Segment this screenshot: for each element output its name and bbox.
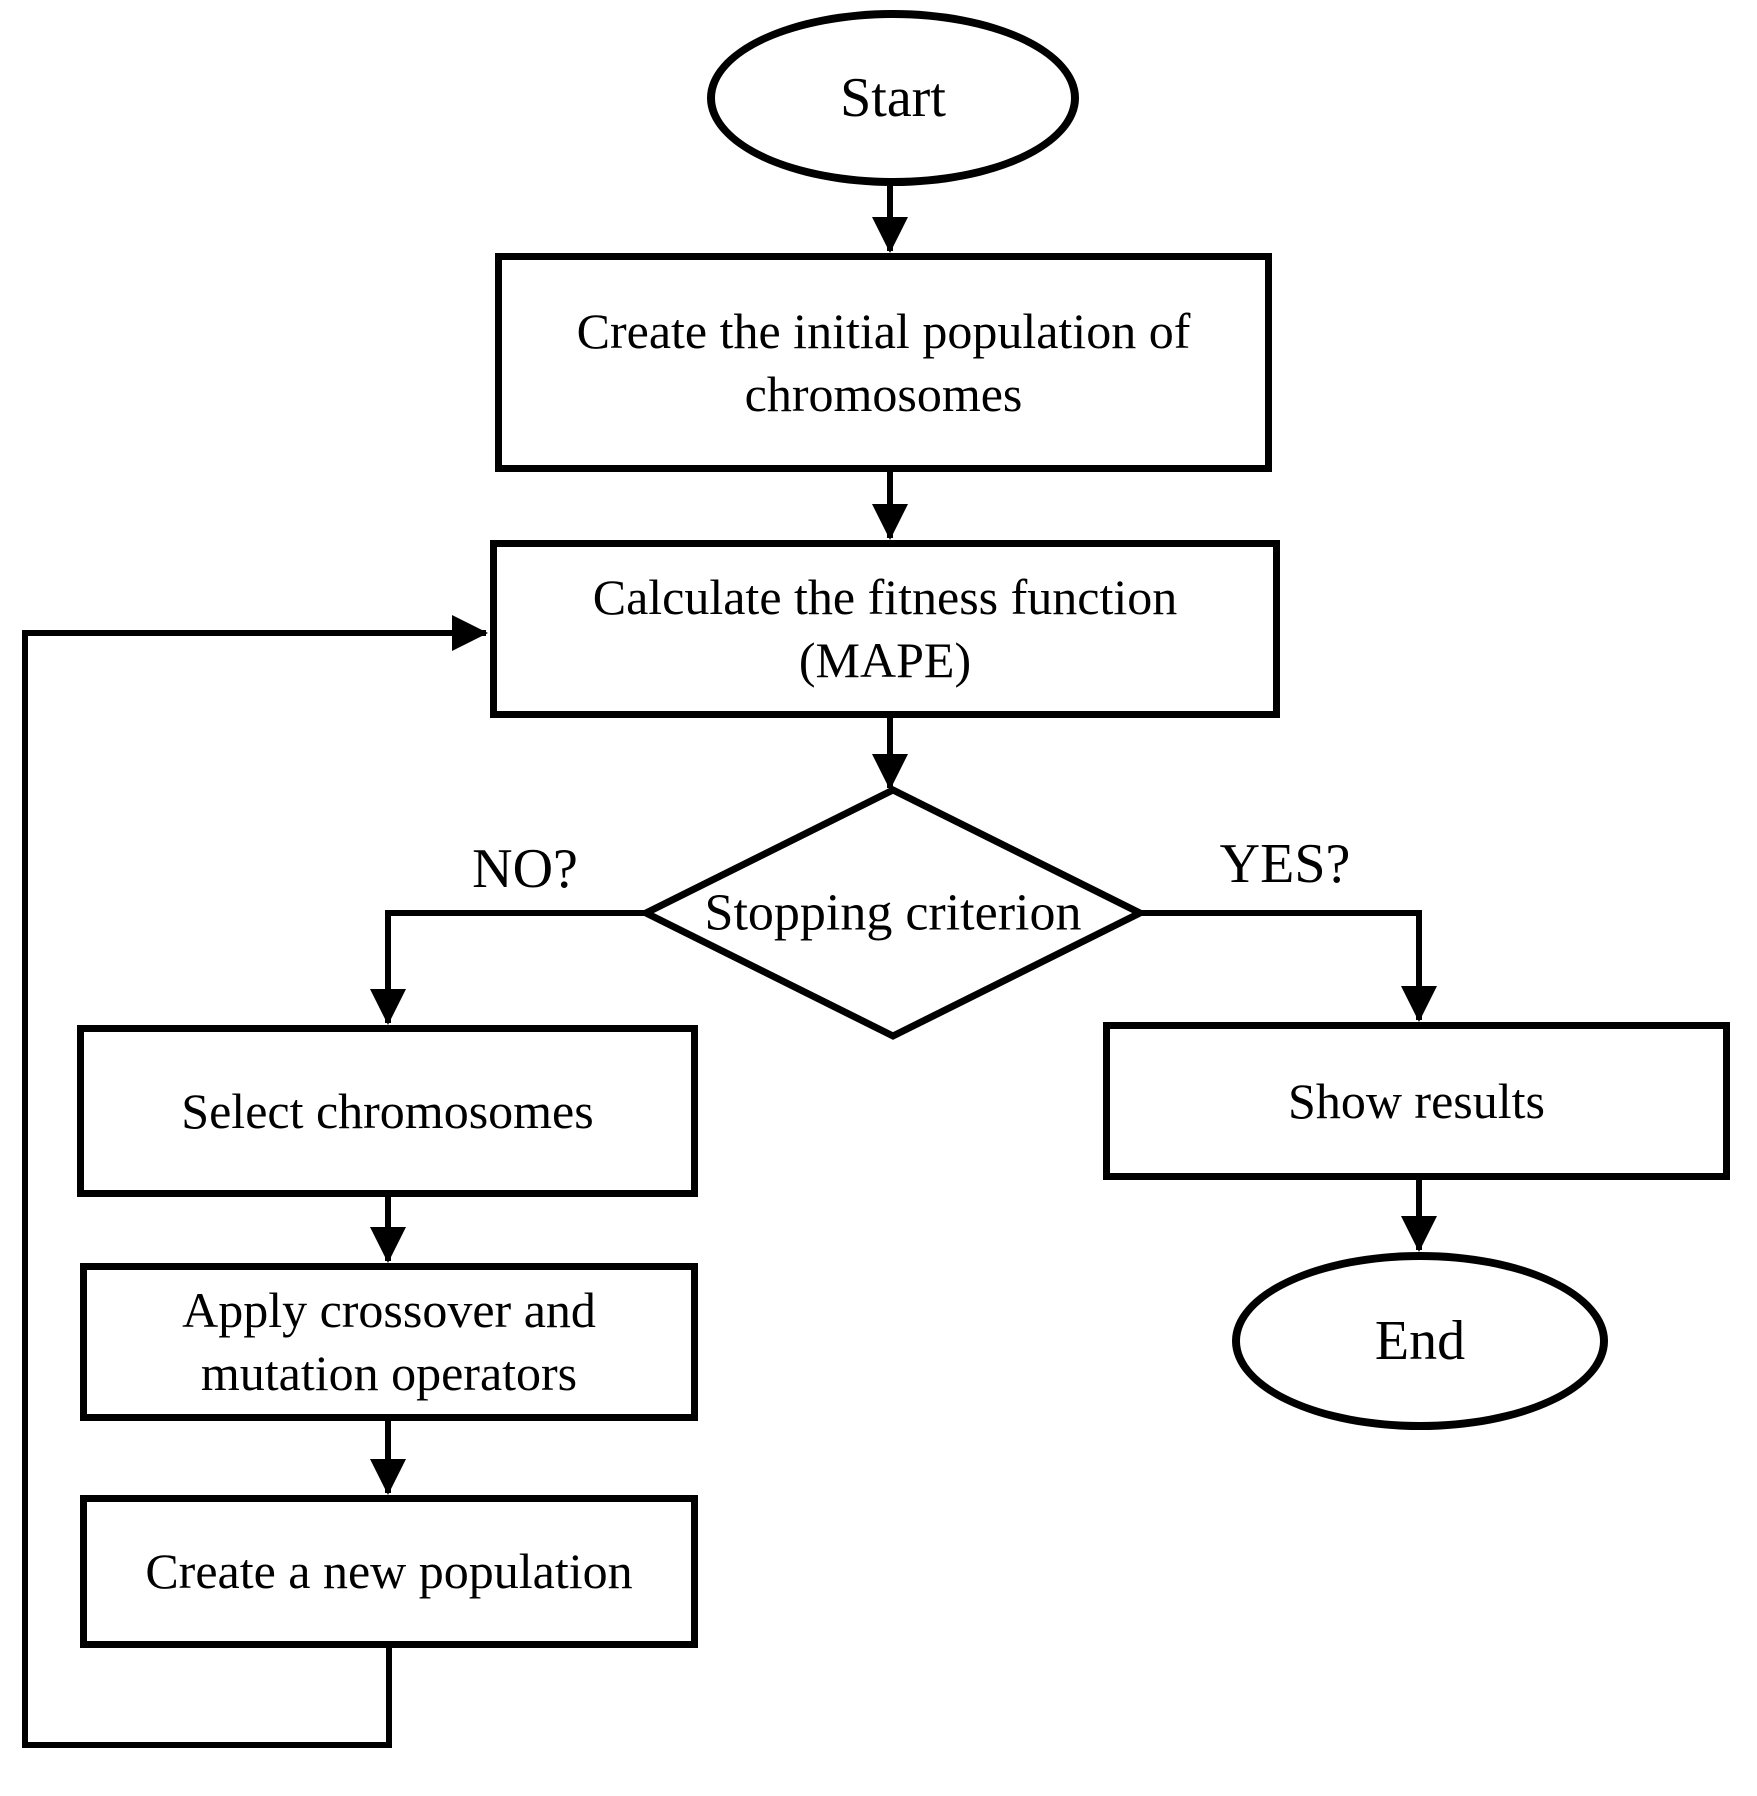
node-apply-crossover-mutation: Apply crossover and mutation operators (80, 1263, 698, 1421)
node-create-initial-population: Create the initial population of chromos… (495, 253, 1272, 472)
node-stopping-criterion-label: Stopping criterion (704, 884, 1082, 942)
node-select-chromosomes: Select chromosomes (77, 1025, 698, 1197)
node-show-results: Show results (1103, 1022, 1730, 1180)
branch-label-no: NO? (472, 838, 578, 900)
node-calculate-fitness: Calculate the fitness function (MAPE) (490, 540, 1280, 718)
edge-decision-yes-to-show (1140, 910, 1437, 1022)
edge-decision-no-to-select (370, 910, 646, 1025)
node-start: Start (707, 10, 1079, 186)
node-create-new-population: Create a new population (80, 1495, 698, 1648)
decision-diamond-shape (638, 786, 1148, 1040)
edge-newpop-loop-to-fitness (22, 615, 488, 1748)
branch-label-yes: YES? (1219, 833, 1351, 895)
node-end: End (1232, 1252, 1608, 1430)
